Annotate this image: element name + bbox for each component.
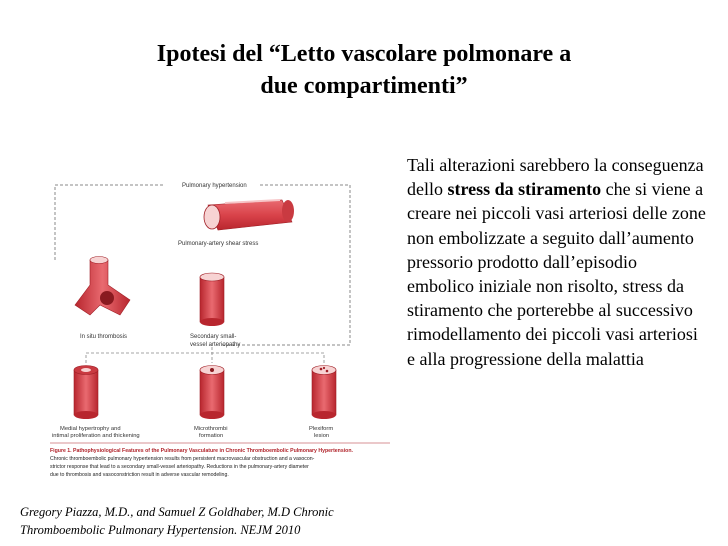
label-in-situ-thrombosis: In situ thrombosis (80, 334, 127, 340)
label-micro-1: Microthrombi (194, 426, 228, 432)
paragraph-part-1: Tali alterazioni sarebbero la conseguenz… (407, 155, 704, 200)
citation-line-2: Thromboembolic Pulmonary Hypertension. N… (20, 523, 301, 537)
microthrombi-vessel (199, 365, 225, 419)
thrombus (100, 291, 114, 305)
dashed-arrow-right (260, 184, 351, 345)
dashed-arrow-left (54, 184, 165, 260)
paragraph-part-2: che si viene a creare nei piccoli vasi a… (407, 179, 706, 369)
label-secondary-2: vessel arteriopathy (190, 342, 240, 348)
main-vessel-lumen (203, 204, 221, 230)
medial-hypertrophy-vessel (73, 365, 99, 419)
title-line-1: Ipotesi del “Letto vascolare polmonare a (156, 41, 572, 67)
label-medial-2: intimal proliferation and thickening (52, 433, 140, 439)
explanation-paragraph: Tali alterazioni sarebbero la conseguenz… (407, 153, 707, 371)
title-line-2: due compartimenti” (260, 73, 468, 99)
figure-illustration: Pulmonary hypertension Pulmonary-artery … (50, 183, 390, 478)
pathophysiology-figure: Pulmonary hypertension Pulmonary-artery … (50, 165, 390, 485)
plexiform-lesion-vessel (311, 365, 337, 419)
paragraph-bold: stress da stiramento (447, 179, 602, 200)
label-pulmonary-hypertension: Pulmonary hypertension (182, 183, 247, 189)
caption-title: Figure 1. Pathophysiological Features of… (50, 448, 354, 454)
secondary-vessel (199, 276, 225, 323)
citation: Gregory Piazza, M.D., and Samuel Z Goldh… (20, 503, 400, 539)
caption-line-2: strictor response that lead to a seconda… (50, 464, 309, 470)
caption-line-1: Chronic thromboembolic pulmonary hyperte… (50, 456, 315, 462)
citation-line-1: Gregory Piazza, M.D., and Samuel Z Goldh… (20, 505, 334, 519)
label-shear-stress: Pulmonary-artery shear stress (178, 241, 258, 247)
label-micro-2: formation (199, 433, 223, 439)
label-secondary-1: Secondary small- (190, 334, 236, 340)
main-vessel (207, 199, 293, 231)
slide-title: Ipotesi del “Letto vascolare polmonare a… (0, 38, 728, 102)
caption-line-3: due to thrombosis and vasoconstriction r… (50, 472, 229, 478)
label-medial-1: Medial hypertrophy and (60, 426, 121, 432)
label-plexiform-1: Plexiform (309, 426, 333, 432)
label-plexiform-2: lesion (314, 433, 329, 439)
thrombosis-vessel (74, 259, 131, 316)
